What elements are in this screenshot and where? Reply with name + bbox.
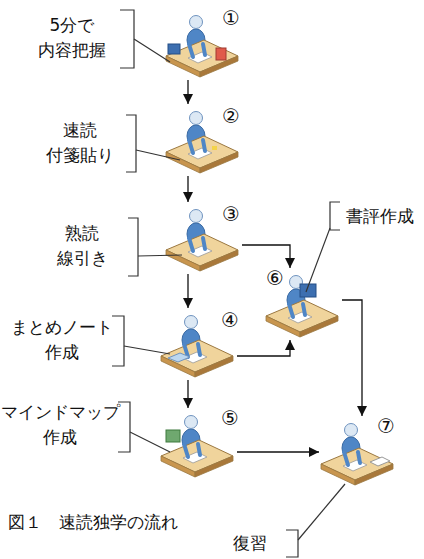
step-node: ③ bbox=[164, 202, 242, 274]
label-bracket bbox=[118, 402, 130, 452]
label-bracket bbox=[330, 202, 340, 230]
step-number: ④ bbox=[221, 310, 239, 330]
step-number: ③ bbox=[222, 204, 240, 224]
callout-label: 5分で 内容把握 bbox=[38, 13, 106, 63]
step-number: ① bbox=[222, 8, 240, 28]
book-icon bbox=[216, 48, 226, 60]
step-number: ⑦ bbox=[377, 416, 395, 436]
paper-icon bbox=[370, 457, 390, 466]
leader-line bbox=[136, 150, 180, 160]
flow-arrow bbox=[242, 245, 290, 268]
label-bracket bbox=[112, 316, 124, 366]
flow-arrow bbox=[187, 176, 188, 202]
leader-line bbox=[124, 346, 170, 354]
step-node: ④ bbox=[159, 308, 237, 380]
mindmap-icon bbox=[166, 430, 180, 442]
step-node: ⑥ bbox=[264, 268, 342, 340]
callout-label: マインドマップ 作成 bbox=[1, 400, 120, 450]
leader-line bbox=[134, 39, 170, 62]
label-bracket bbox=[120, 10, 134, 68]
flow-arrow bbox=[237, 451, 319, 452]
leader-line bbox=[298, 484, 345, 540]
flow-arrow bbox=[187, 80, 188, 104]
flow-arrow bbox=[342, 300, 362, 416]
step-number: ⑥ bbox=[266, 268, 284, 288]
flow-arrow bbox=[187, 380, 188, 408]
callout-label: 復習 bbox=[233, 531, 267, 556]
label-bracket bbox=[126, 115, 136, 172]
figure-caption: 図１ 速読独学の流れ bbox=[8, 511, 178, 533]
leader-line bbox=[130, 432, 170, 452]
callout-label: 熟読 線引き bbox=[57, 221, 108, 271]
monitor-icon bbox=[168, 44, 180, 54]
callout-label: 速読 付箋貼り bbox=[46, 118, 114, 168]
label-bracket bbox=[286, 530, 298, 557]
label-bracket bbox=[128, 218, 138, 276]
sticky-note-icon bbox=[212, 146, 217, 150]
flow-arrow bbox=[237, 340, 290, 356]
notebook-icon bbox=[168, 353, 190, 362]
step-node: ⑤ bbox=[159, 408, 237, 480]
callout-label: 書評作成 bbox=[346, 204, 414, 229]
step-number: ② bbox=[222, 106, 240, 126]
flow-arrow bbox=[187, 274, 188, 308]
callout-label: まとめノート 作成 bbox=[11, 315, 113, 365]
step-node: ① bbox=[164, 8, 242, 80]
step-node: ⑦ bbox=[319, 416, 397, 488]
step-number: ⑤ bbox=[221, 408, 239, 428]
leader-line bbox=[138, 255, 182, 256]
leader-line bbox=[306, 228, 330, 292]
step-node: ② bbox=[164, 104, 242, 176]
